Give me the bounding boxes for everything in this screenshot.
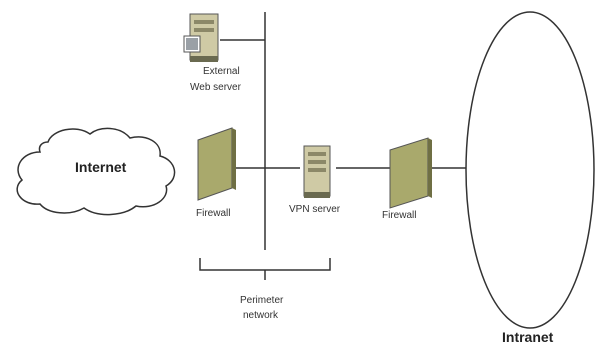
firewall-left-label: Firewall bbox=[196, 208, 230, 219]
perimeter-label-line2: network bbox=[243, 310, 279, 321]
web-server-icon bbox=[183, 13, 219, 62]
vpn-server-label: VPN server bbox=[289, 204, 341, 215]
internet-cloud-icon bbox=[16, 127, 176, 216]
web-server-label-line1: External bbox=[203, 66, 240, 77]
intranet-label: Intranet bbox=[502, 329, 554, 345]
firewall-right-icon bbox=[389, 137, 432, 209]
intranet-ellipse bbox=[465, 11, 595, 329]
internet-label: Internet bbox=[75, 159, 127, 175]
web-server-label-line2: Web server bbox=[190, 82, 242, 93]
firewall-left-icon bbox=[197, 127, 236, 201]
perimeter-bracket bbox=[199, 258, 331, 271]
perimeter-label-line1: Perimeter bbox=[240, 295, 284, 306]
firewall-right-label: Firewall bbox=[382, 210, 416, 221]
vpn-server-icon bbox=[303, 145, 331, 198]
